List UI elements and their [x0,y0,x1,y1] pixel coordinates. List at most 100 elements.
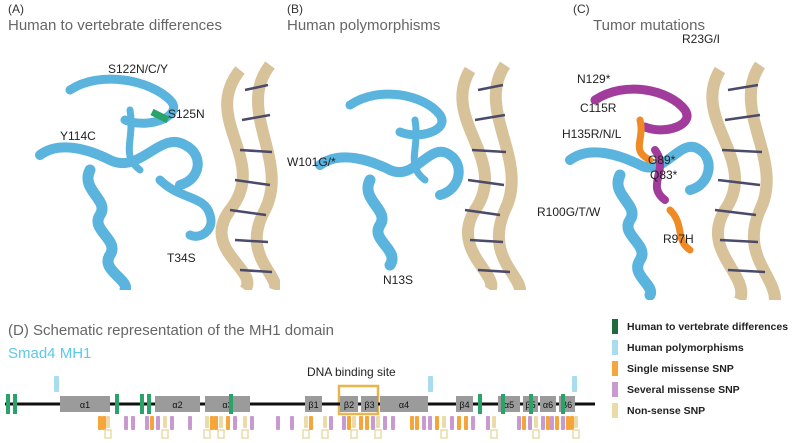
residue-label: R97H [663,232,694,246]
secondary-structure-box [155,396,200,412]
vertebrate-difference-bar [13,394,17,414]
legend-label: Human to vertebrate differences [627,320,789,333]
vertebrate-difference-bar [140,394,144,414]
secondary-structure-box [361,396,378,412]
residue-label: S122N/C/Y [108,62,169,76]
secondary-structure-box [60,396,110,412]
legend-swatch [612,319,618,334]
nonsense-snp-marker [490,429,498,439]
secondary-structure-label: α2 [172,400,182,410]
secondary-structure-label: β4 [459,400,469,410]
legend-item: Human polymorphisms [612,337,788,358]
protein-ribbon [565,84,714,300]
secondary-structure-label: α1 [80,400,90,410]
snp-marker [365,416,369,430]
vertebrate-difference-bar [501,394,505,414]
nonsense-snp-marker [203,429,211,439]
snp-marker [534,416,538,428]
snp-marker [528,416,532,430]
secondary-structure-label: α6 [543,400,553,410]
snp-marker [347,416,351,430]
secondary-structure-label: β6 [562,400,572,410]
residue-label: R23G/I [682,32,721,46]
snp-marker [359,416,363,430]
polymorphism-marker [54,376,59,392]
panel-c-letter: (C) [573,2,590,16]
vertebrate-difference-bar [478,394,482,414]
snp-marker [243,416,247,428]
secondary-structure-label: β1 [308,400,318,410]
snp-marker [276,416,280,430]
snp-marker [566,416,570,430]
panel-b-letter: (B) [287,2,303,16]
residue-label: T34S [167,251,196,265]
legend: Human to vertebrate differences Human po… [612,316,788,421]
legend-swatch [612,403,618,418]
secondary-structure-label: β3 [364,400,374,410]
legend-label: Single missense SNP [627,362,734,375]
panel-a-structure [35,61,280,290]
secondary-structure-box [340,396,358,412]
snp-marker [106,416,110,428]
nonsense-snp-marker [161,429,169,439]
vertebrate-difference-bar [147,394,151,414]
secondary-structure-box [305,396,322,412]
nonsense-snp-marker [374,429,382,439]
snp-marker [219,416,223,428]
snp-marker [376,416,380,428]
snp-marker [450,416,454,430]
snp-marker [435,416,439,430]
snp-marker [163,416,167,428]
secondary-structure-box [456,396,473,412]
snp-marker [415,416,419,430]
snp-marker [492,416,496,428]
snp-marker [233,416,237,430]
dna-helix [215,61,280,290]
residue-label: H135R/N/L [562,127,622,141]
snp-marker [329,416,333,430]
snp-marker [517,416,521,430]
protein-ribbon [35,74,216,290]
vertebrate-difference-bar [6,394,10,414]
secondary-structure-label: α4 [399,400,409,410]
snp-marker [323,416,327,428]
snp-marker [442,416,446,428]
snp-marker [352,416,356,428]
secondary-structure-box [540,396,556,412]
legend-item: Non-sense SNP [612,400,788,421]
panel-b-title: Human polymorphisms [287,17,441,34]
snp-marker [561,416,565,430]
panel-a-title: Human to vertebrate differences [8,17,223,34]
nonsense-snp-marker [241,429,249,439]
snp-marker [550,416,554,430]
nonsense-snp-marker [104,429,112,439]
snp-marker [290,416,294,430]
legend-label: Several missense SNP [627,383,740,396]
legend-swatch [612,361,618,376]
snp-marker [541,416,545,430]
vertebrate-difference-bar [561,394,565,414]
smad4-mh1-label: Smad4 MH1 [8,345,92,362]
snp-marker [124,416,128,430]
nonsense-snp-marker [217,429,225,439]
legend-swatch [612,382,618,397]
secondary-structure-box [205,396,250,412]
snp-marker [205,416,209,428]
panel-c-structure [565,61,781,300]
residue-label: C115R [580,101,617,115]
legend-swatch [612,340,618,355]
snp-marker [457,416,461,430]
legend-item: Single missense SNP [612,358,788,379]
legend-item: Human to vertebrate differences [612,316,788,337]
secondary-structure-label: α5 [504,400,514,410]
residue-label: S125N [168,107,205,121]
dna-binding-label: DNA binding site [307,365,396,379]
snp-marker [150,416,154,430]
snp-marker [383,416,387,430]
snp-marker [145,416,149,430]
snp-marker [371,416,375,430]
snp-marker [214,416,218,430]
dna-helix [456,61,526,290]
vertebrate-difference-bar [229,394,233,414]
